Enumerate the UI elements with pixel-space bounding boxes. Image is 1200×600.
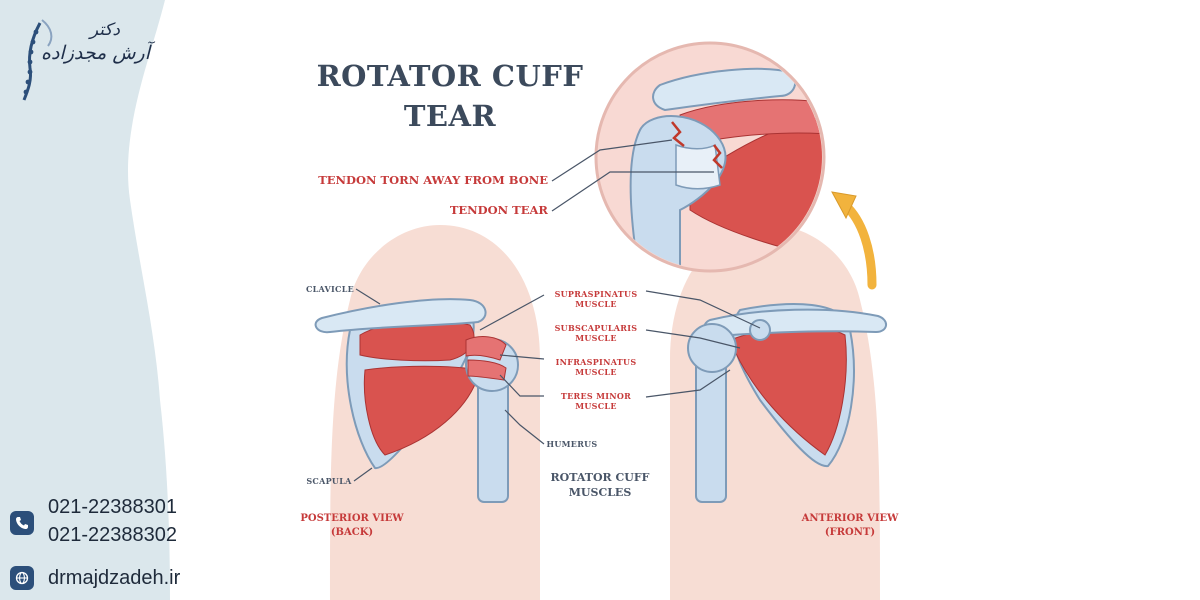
center-caption-line2: MUSCLES [568,486,632,499]
label-supraspinatus-line1: SUPRASPINATUS [554,289,638,299]
phone-icon [10,511,34,535]
brand-title: دکتر [89,20,120,40]
label-teres-minor: TERES MINOR MUSCLE [546,391,646,411]
label-infraspinatus-line2: MUSCLE [575,367,617,377]
globe-icon [10,566,34,590]
phone-contact [10,509,48,537]
label-subscapularis-line2: MUSCLE [575,333,617,343]
label-infraspinatus-line1: INFRASPINATUS [555,357,637,367]
label-infraspinatus: INFRASPINATUS MUSCLE [546,357,646,377]
website-contact: drmajdzadeh.ir [10,564,180,592]
title-line-2: TEAR [403,99,497,133]
label-clavicle: CLAVICLE [305,284,355,294]
label-humerus: HUMERUS [546,439,598,449]
callout-tendon-tear: TENDON TEAR [449,203,548,217]
center-caption-line1: ROTATOR CUFF [550,471,650,484]
anterior-view-label: ANTERIOR VIEW (FRONT) [790,512,910,540]
label-supraspinatus: SUPRASPINATUS MUSCLE [546,289,646,309]
label-scapula: SCAPULA [306,476,352,486]
anterior-view-line1: ANTERIOR VIEW [801,513,899,524]
title-line-1: ROTATOR CUFF [316,59,584,93]
diagram-title: ROTATOR CUFF TEAR [305,56,595,136]
label-subscapularis-line1: SUBSCAPULARIS [554,323,638,333]
anterior-view-line2: (FRONT) [824,527,876,538]
phone-number-1[interactable]: 021-22388301 [48,496,178,518]
spine-logo-icon [22,19,53,101]
center-caption: ROTATOR CUFF MUSCLES [530,470,670,500]
posterior-view-line2: (BACK) [330,527,374,538]
brand-name: دکتر آرش مجدزاده [30,20,150,64]
phone-numbers: 021-22388301 021-22388302 [48,493,177,549]
zoom-detail-circle [594,41,826,273]
callout-tendon-torn: TENDON TORN AWAY FROM BONE [318,173,548,187]
website-link[interactable]: drmajdzadeh.ir [48,567,181,589]
brand-doctor-name: آرش مجدزاده [41,42,150,64]
phone-number-2[interactable]: 021-22388302 [48,524,178,546]
label-teres-minor-line2: MUSCLE [575,401,617,411]
anterior-view-anatomy [687,303,887,503]
label-supraspinatus-line2: MUSCLE [575,299,617,309]
posterior-view-anatomy [314,298,519,503]
posterior-view-line1: POSTERIOR VIEW [300,513,404,524]
posterior-view-label: POSTERIOR VIEW (BACK) [292,512,412,540]
label-teres-minor-line1: TERES MINOR [560,391,632,401]
label-subscapularis: SUBSCAPULARIS MUSCLE [546,323,646,343]
